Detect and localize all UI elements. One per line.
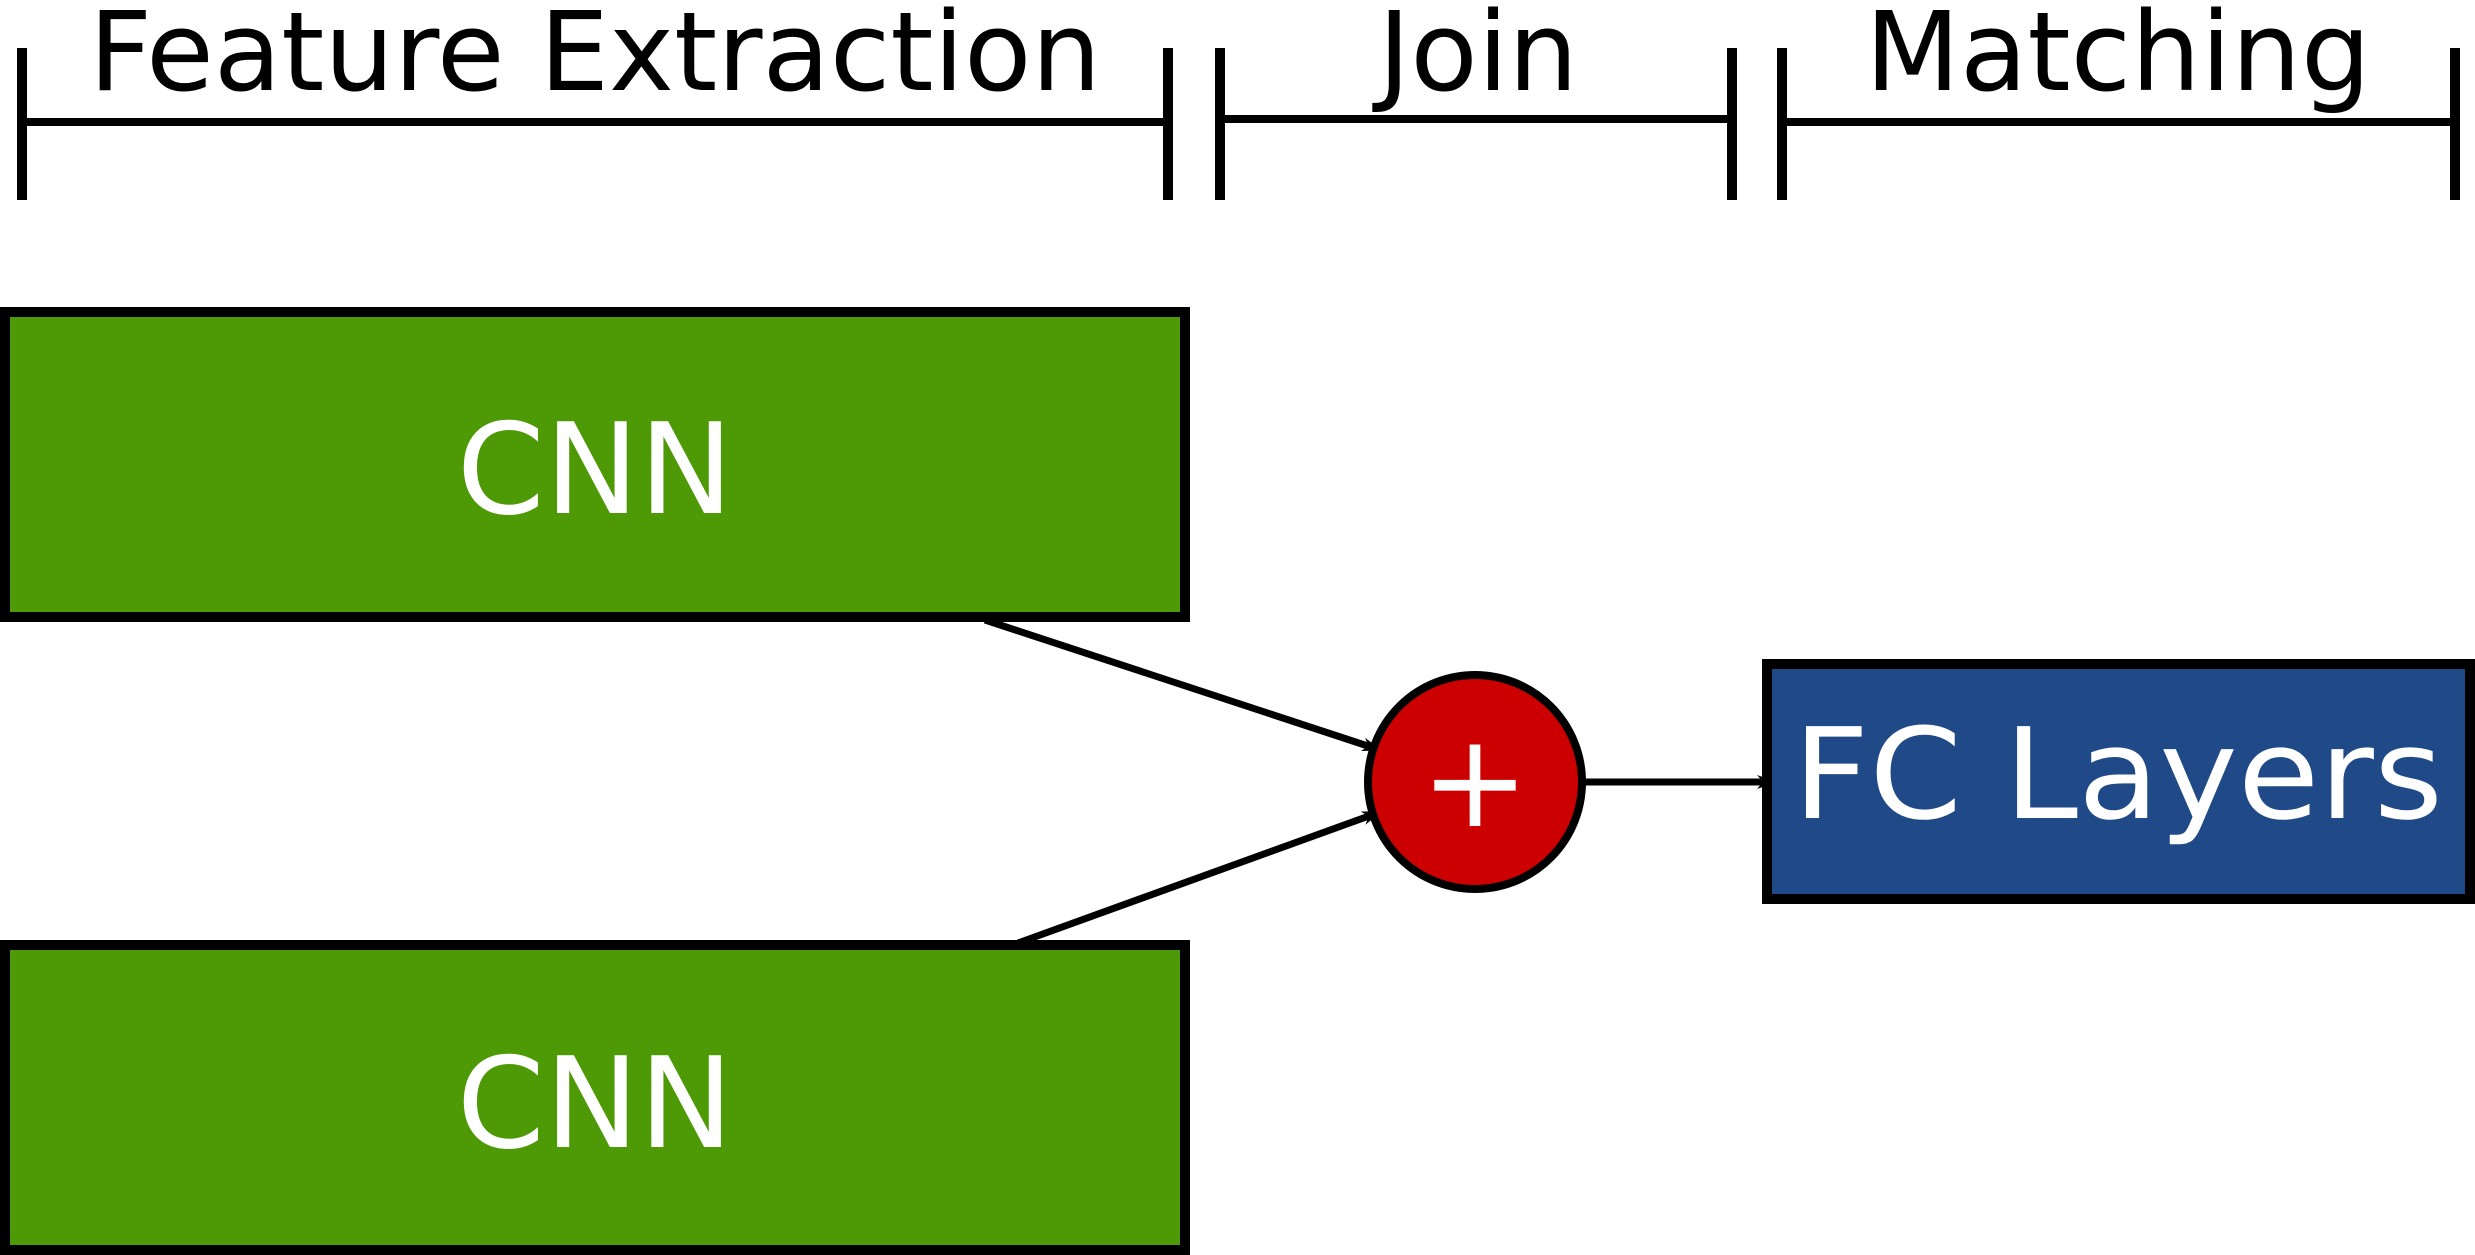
cnn-block-bottom: CNN [0, 940, 1190, 1255]
stage-label-feature-extraction: Feature Extraction [89, 0, 1101, 116]
join-operator: + [1364, 671, 1586, 893]
plus-icon: + [1421, 705, 1530, 857]
arrow-bottom-cnn-to-join [1016, 808, 1382, 947]
cnn-block-bottom-label: CNN [457, 1030, 734, 1177]
cnn-block-top: CNN [0, 307, 1190, 622]
stage-label-matching: Matching [1865, 0, 2371, 116]
arrow-top-cnn-to-join [983, 616, 1382, 754]
join-circle [1364, 671, 1586, 893]
stage-bracket-matching: Matching [1777, 0, 2460, 200]
stage-bracket-feature-extraction: Feature Extraction [17, 0, 1173, 200]
fc-layers-box [1762, 659, 2475, 904]
cnn-block-top-label: CNN [457, 396, 734, 543]
stage-label-join: Join [1372, 0, 1578, 116]
fc-layers-block: FC Layers [1762, 659, 2475, 904]
stage-bracket-join: Join [1215, 0, 1737, 200]
cnn-block-top-box [0, 307, 1190, 622]
fc-layers-label: FC Layers [1793, 701, 2443, 848]
cnn-block-bottom-box [0, 940, 1190, 1255]
